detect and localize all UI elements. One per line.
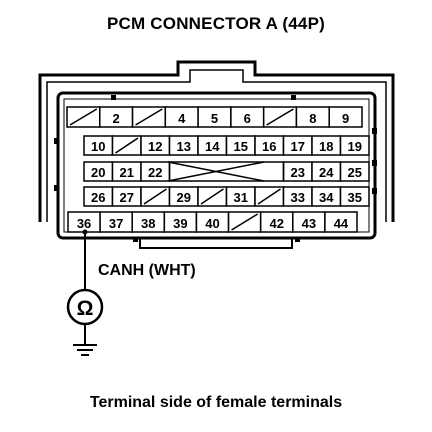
terminal-number: 4 xyxy=(178,111,186,126)
terminal-number: 2 xyxy=(113,111,120,126)
terminal-number: 26 xyxy=(91,190,105,205)
terminal-number: 22 xyxy=(148,165,162,180)
ground-icon xyxy=(73,344,97,356)
terminal-cell-25 xyxy=(339,161,370,182)
housing-tab xyxy=(372,128,377,134)
terminal-number: 35 xyxy=(348,190,362,205)
terminal-number: 27 xyxy=(120,190,134,205)
terminal-number: 15 xyxy=(234,139,248,154)
terminal-number: 6 xyxy=(244,111,251,126)
terminal-number: 44 xyxy=(334,216,349,231)
terminal-number: 23 xyxy=(291,165,305,180)
terminal-number: 16 xyxy=(262,139,276,154)
terminal-number: 43 xyxy=(302,216,316,231)
blank-terminal-slash xyxy=(115,137,139,154)
blank-terminal-slash xyxy=(143,188,167,205)
terminal-number: 12 xyxy=(148,139,162,154)
terminal-number: 18 xyxy=(319,139,333,154)
housing-tab xyxy=(372,188,377,194)
connector-latch-inner xyxy=(46,69,387,222)
diagram-title: PCM CONNECTOR A (44P) xyxy=(107,14,325,33)
blank-terminal-slash xyxy=(69,108,98,126)
terminal-number: 14 xyxy=(205,139,220,154)
housing-tab xyxy=(54,138,59,144)
terminal-number: 29 xyxy=(177,190,191,205)
terminal-number: 8 xyxy=(309,111,316,126)
terminal-number: 42 xyxy=(269,216,283,231)
housing-tab xyxy=(54,185,59,191)
terminal-number: 25 xyxy=(348,165,362,180)
ohmmeter-symbol: Ω xyxy=(77,297,94,320)
blank-terminal-slash xyxy=(135,108,163,126)
terminal-number: 31 xyxy=(234,190,248,205)
terminal-number: 20 xyxy=(91,165,105,180)
terminal-number: 10 xyxy=(91,139,105,154)
key-region xyxy=(168,161,285,182)
terminal-number: 39 xyxy=(173,216,187,231)
housing-tab xyxy=(372,160,377,166)
terminal-number: 21 xyxy=(120,165,134,180)
wire-label: CANH (WHT) xyxy=(98,262,196,279)
terminal-cell-44 xyxy=(324,211,358,233)
diagram-caption: Terminal side of female terminals xyxy=(89,394,343,411)
terminal-number: 24 xyxy=(319,165,334,180)
terminal-number: 40 xyxy=(205,216,219,231)
blank-terminal-slash xyxy=(200,188,224,205)
terminal-number: 36 xyxy=(77,216,91,231)
terminal-number: 5 xyxy=(211,111,218,126)
terminal-cell-35 xyxy=(339,186,370,207)
terminal-number: 19 xyxy=(348,139,362,154)
terminal-number: 9 xyxy=(342,111,349,126)
terminal-number: 37 xyxy=(109,216,123,231)
blank-terminal-slash xyxy=(266,108,294,126)
connector-key xyxy=(139,238,293,249)
terminal-number: 17 xyxy=(291,139,305,154)
terminal-number: 34 xyxy=(319,190,334,205)
connector-latch-outline xyxy=(38,60,395,222)
terminal-number: 13 xyxy=(177,139,191,154)
housing-tab xyxy=(291,95,296,100)
housing-tab xyxy=(111,95,116,100)
terminal-cell-9 xyxy=(328,106,363,128)
terminal-number: 33 xyxy=(291,190,305,205)
probe-tip xyxy=(82,229,88,235)
terminal-cell-19 xyxy=(339,135,370,156)
housing-tab xyxy=(295,237,300,242)
blank-terminal-slash xyxy=(231,213,259,231)
keying-cross xyxy=(167,161,265,182)
blank-terminal-slash xyxy=(257,188,281,205)
housing-tab xyxy=(133,237,138,242)
terminal-number: 38 xyxy=(141,216,155,231)
